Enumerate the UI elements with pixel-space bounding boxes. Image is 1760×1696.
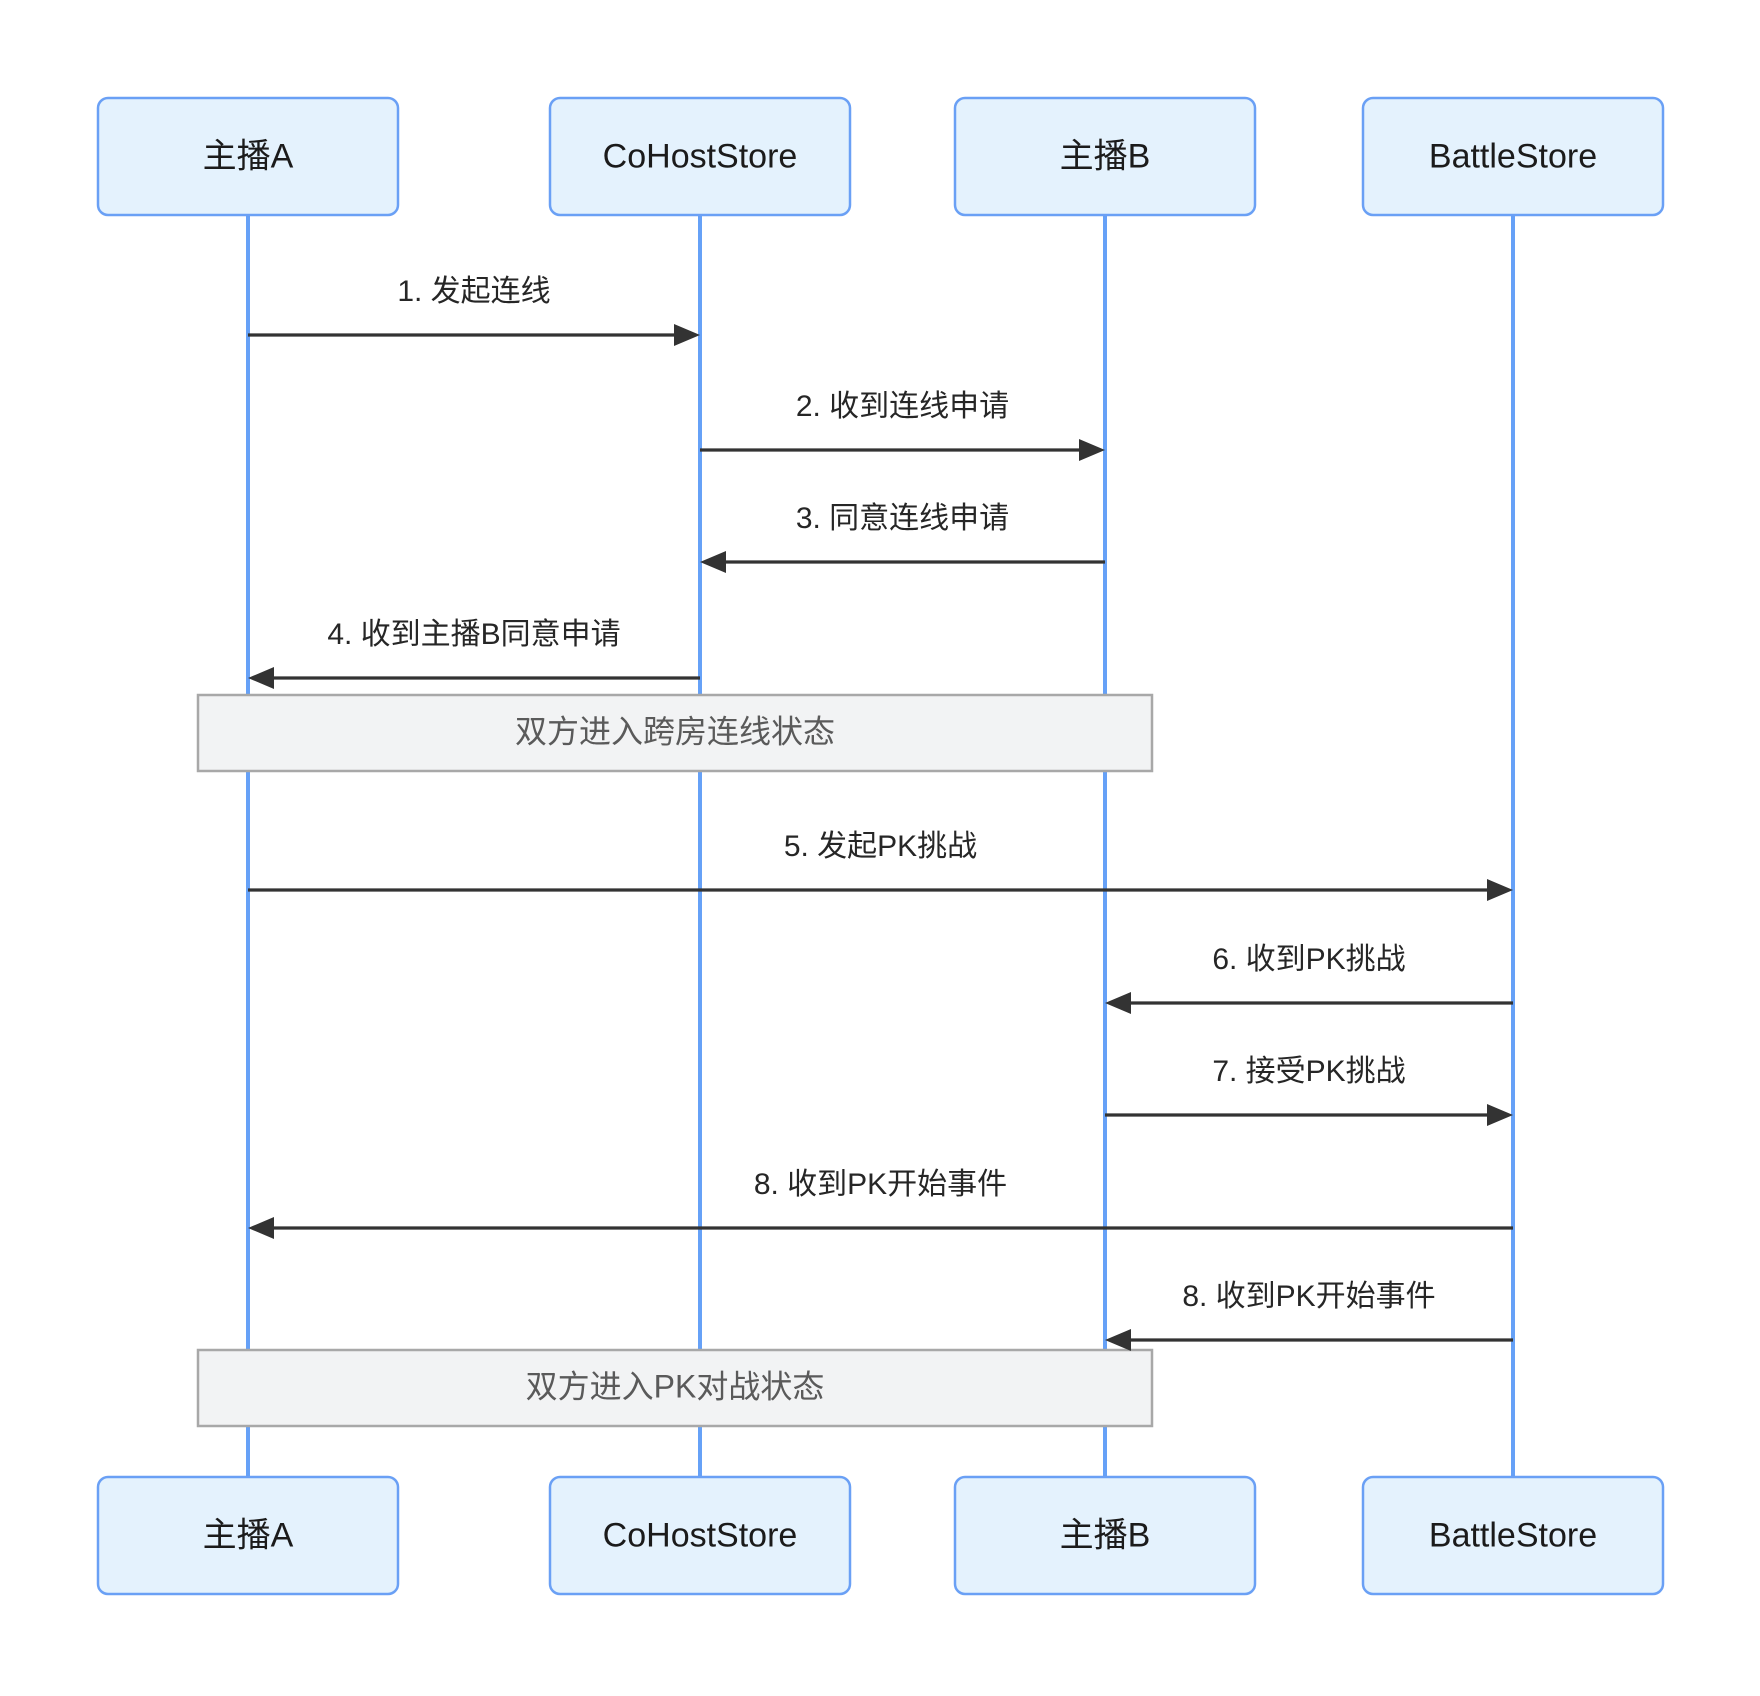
participant-cohoststore-top[interactable]: CoHostStore [548,96,852,217]
message-5: 5. 发起PK挑战 [248,830,1513,901]
message-5-label: 5. 发起PK挑战 [784,830,977,863]
message-3-arrowhead [700,551,726,573]
message-7: 7. 接受PK挑战 [1105,1055,1513,1126]
participant-cohoststore-bottom[interactable]: CoHostStore [548,1475,852,1596]
message-6: 6. 收到PK挑战 [1105,943,1513,1014]
message-8-arrowhead [248,1217,274,1239]
participant-hostA-top-label: 主播A [203,137,294,175]
message-8-label: 8. 收到PK开始事件 [754,1168,1007,1201]
participant-battlestore-top-box[interactable] [1361,96,1665,217]
message-7-label: 7. 接受PK挑战 [1212,1055,1405,1088]
participant-cohoststore-bottom-box[interactable] [548,1475,852,1596]
participant-hostA-top-box[interactable] [96,96,400,217]
participant-hostB-bottom-label: 主播B [1060,1516,1151,1554]
message-3-label: 3. 同意连线申请 [796,502,1009,535]
message-7-arrowhead [1487,1104,1513,1126]
participant-cohoststore-top-label: CoHostStore [603,137,798,175]
participant-battlestore-top-label: BattleStore [1429,137,1597,175]
participant-cohoststore-bottom-label: CoHostStore [603,1516,798,1554]
message-3: 3. 同意连线申请 [700,502,1105,573]
message-5-arrowhead [1487,879,1513,901]
note-pk-box [196,1348,1154,1428]
lifelines-group [246,215,1515,1477]
note-cohost-box [196,693,1154,773]
participant-hostB-bottom[interactable]: 主播B [953,1475,1257,1596]
message-1-arrowhead [674,324,700,346]
participant-hostA-bottom-box[interactable] [96,1475,400,1596]
participants-top-group: 主播A CoHostStore 主播B BattleStore [96,96,1665,217]
message-4-arrowhead [248,667,274,689]
participant-hostB-bottom-box[interactable] [953,1475,1257,1596]
note-pk-label: 双方进入PK对战状态 [526,1368,825,1404]
participant-hostA-top[interactable]: 主播A [96,96,400,217]
note-pk: 双方进入PK对战状态 [196,1348,1154,1428]
message-2-arrowhead [1079,439,1105,461]
message-6-arrowhead [1105,992,1131,1014]
message-2-label: 2. 收到连线申请 [796,390,1009,423]
messages-group: 1. 发起连线 2. 收到连线申请 3. 同意连线申请 4. 收到主播B同意申请 5. … [248,275,1513,1351]
participant-battlestore-bottom-label: BattleStore [1429,1516,1597,1554]
message-9-label: 8. 收到PK开始事件 [1182,1280,1435,1313]
participant-hostB-top-label: 主播B [1060,137,1151,175]
participant-battlestore-bottom[interactable]: BattleStore [1361,1475,1665,1596]
message-1: 1. 发起连线 [248,275,700,346]
note-cohost-label: 双方进入跨房连线状态 [515,713,835,749]
message-1-label: 1. 发起连线 [397,275,550,308]
message-6-label: 6. 收到PK挑战 [1212,943,1405,976]
participants-bottom-group: 主播A CoHostStore 主播B BattleStore [96,1475,1665,1596]
participant-battlestore-top[interactable]: BattleStore [1361,96,1665,217]
message-4-label: 4. 收到主播B同意申请 [327,618,620,651]
participant-cohoststore-top-box[interactable] [548,96,852,217]
participant-battlestore-bottom-box[interactable] [1361,1475,1665,1596]
note-cohost: 双方进入跨房连线状态 [196,693,1154,773]
participant-hostA-bottom-label: 主播A [203,1516,294,1554]
message-9: 8. 收到PK开始事件 [1105,1280,1513,1351]
message-8: 8. 收到PK开始事件 [248,1168,1513,1239]
participant-hostB-top[interactable]: 主播B [953,96,1257,217]
message-4: 4. 收到主播B同意申请 [248,618,700,689]
participant-hostA-bottom[interactable]: 主播A [96,1475,400,1596]
message-9-arrowhead [1105,1329,1131,1351]
participant-hostB-top-box[interactable] [953,96,1257,217]
message-2: 2. 收到连线申请 [700,390,1105,461]
